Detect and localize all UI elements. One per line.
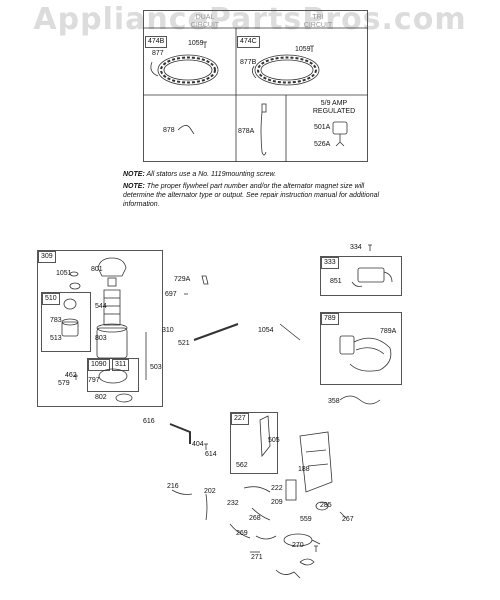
- note-1: NOTE: All stators use a No. 1119mounting…: [123, 171, 277, 178]
- stator-474B-drawing: [150, 54, 219, 86]
- label-202: 202: [204, 488, 216, 495]
- stator-panel: [143, 10, 368, 162]
- header-dual-circuit: DUAL CIRCUIT: [190, 14, 220, 29]
- label-579: 579: [58, 380, 70, 387]
- label-404: 404: [192, 441, 204, 448]
- label-310: 310: [162, 327, 174, 334]
- label-802: 802: [95, 394, 107, 401]
- label-614: 614: [205, 451, 217, 458]
- note-2: NOTE: The proper flywheel part number an…: [123, 183, 380, 208]
- label-521: 521: [178, 340, 190, 347]
- label-505: 505: [268, 437, 280, 444]
- label-462: 462: [65, 372, 77, 379]
- label-877B: 877B: [240, 59, 257, 66]
- tag-474B: 474B: [145, 36, 168, 48]
- cable-216: [171, 489, 193, 495]
- panel-1090: [87, 358, 139, 392]
- watermark: AppliancePartsPros.com: [33, 2, 467, 37]
- wire-1054: [279, 323, 301, 341]
- label-783: 783: [50, 317, 62, 324]
- cable-202: [205, 493, 208, 521]
- stator-474C-drawing: [252, 54, 320, 86]
- label-559: 559: [300, 516, 312, 523]
- label-285: 285: [320, 502, 332, 509]
- tag-1090: 1090: [88, 359, 110, 371]
- cable-222: [243, 486, 271, 493]
- spring-209: [285, 479, 297, 501]
- regulated-label: 5/9 AMP REGULATED: [312, 100, 356, 115]
- label-562: 562: [236, 462, 248, 469]
- tag-309: 309: [38, 251, 56, 263]
- tag-333: 333: [321, 257, 339, 269]
- label-877: 877: [152, 50, 164, 57]
- label-501A: 501A: [314, 124, 331, 131]
- label-268: 268: [249, 515, 261, 522]
- regulator-501A: [332, 121, 348, 135]
- header-tri-circuit: TRI CIRCUIT: [303, 14, 333, 29]
- label-789A: 789A: [380, 328, 397, 335]
- label-222: 222: [271, 485, 283, 492]
- label-216: 216: [167, 483, 179, 490]
- label-267: 267: [342, 516, 354, 523]
- tag-789: 789: [321, 313, 339, 325]
- starter-panel: [37, 250, 163, 407]
- lever-271: [275, 569, 301, 579]
- panel-333: [320, 256, 402, 296]
- label-358: 358: [328, 398, 340, 405]
- tag-227: 227: [231, 413, 249, 425]
- label-269: 269: [236, 530, 248, 537]
- label-1054: 1054: [258, 327, 274, 334]
- label-616: 616: [143, 418, 155, 425]
- label-271: 271: [251, 554, 263, 561]
- label-851: 851: [330, 278, 342, 285]
- label-797: 797: [88, 377, 100, 384]
- label-1059b: 1059: [295, 46, 311, 53]
- starter-motor-drawing: [61, 257, 147, 403]
- part-616: [169, 423, 191, 444]
- panel-510: [41, 292, 91, 352]
- label-209: 209: [271, 499, 283, 506]
- label-334: 334: [350, 244, 362, 251]
- label-801: 801: [91, 266, 103, 273]
- label-1051: 1051: [56, 270, 72, 277]
- label-697: 697: [165, 291, 177, 298]
- panel-227: [230, 412, 278, 474]
- label-544: 544: [95, 303, 107, 310]
- wire-878: [177, 125, 195, 135]
- part-729A: [201, 275, 209, 285]
- label-526A: 526A: [314, 141, 331, 148]
- panel-789: [320, 312, 402, 385]
- label-729A: 729A: [174, 276, 191, 283]
- rod-521: [193, 323, 239, 341]
- label-188: 188: [298, 466, 310, 473]
- label-878: 878: [163, 127, 175, 134]
- label-232: 232: [227, 500, 239, 507]
- tag-474C: 474C: [237, 36, 260, 48]
- label-878A: 878A: [238, 128, 255, 135]
- label-513: 513: [50, 335, 62, 342]
- wire-878A: [260, 111, 267, 156]
- wire-358: [339, 395, 381, 405]
- bracket-188: [299, 431, 333, 493]
- lever-505: [259, 415, 271, 458]
- label-1059a: 1059: [188, 40, 204, 47]
- label-270: 270: [292, 542, 304, 549]
- label-503: 503: [150, 364, 162, 371]
- label-803: 803: [95, 335, 107, 342]
- tag-510: 510: [42, 293, 60, 305]
